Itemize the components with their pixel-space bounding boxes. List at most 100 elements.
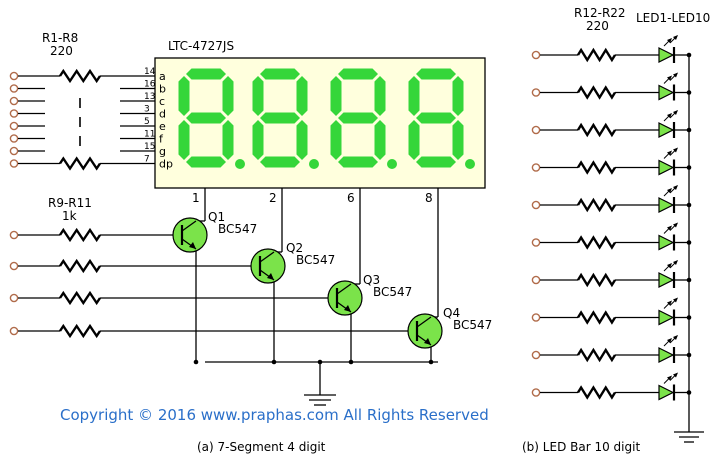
segment-resistor	[59, 156, 101, 171]
segment-c	[374, 120, 386, 160]
led-row	[531, 35, 692, 63]
led-row	[531, 147, 692, 176]
led-input-terminal	[531, 125, 541, 135]
transistor-type: BC547	[218, 222, 257, 236]
resistor-group-3-name: R12-R22	[574, 6, 626, 20]
led	[658, 159, 675, 176]
segment-resistor	[59, 68, 101, 84]
segment-f	[408, 76, 420, 116]
base-resistor	[59, 323, 101, 339]
segment-d	[186, 156, 226, 168]
segment-input-terminal	[9, 71, 19, 81]
segment-pin-number: 3	[144, 105, 150, 115]
display-digits	[178, 68, 475, 169]
segment-pin-name: g	[159, 145, 166, 158]
led-row	[531, 72, 692, 101]
base-input-terminal	[9, 261, 19, 271]
led-bar-circuit: R12-R22 220 LED1-LED10 (b) LED Bar 10 di…	[522, 6, 710, 454]
segment-pin-name: f	[159, 133, 164, 146]
segment-d	[260, 156, 300, 168]
caption-right: (b) LED Bar 10 digit	[522, 440, 640, 454]
segment-e	[178, 120, 190, 160]
led-input-terminal	[531, 238, 541, 247]
digit-2	[252, 68, 319, 169]
segment-pin-number: 13	[144, 92, 155, 102]
segment-c	[222, 120, 234, 160]
segment-g	[260, 112, 300, 124]
led-input-terminal	[531, 313, 541, 322]
base-input-terminal	[9, 326, 19, 336]
digit-4	[408, 68, 475, 169]
resistor-group-2-value: 1k	[62, 209, 77, 223]
digit-pin-number: 6	[347, 191, 355, 205]
segment-dp	[235, 159, 245, 169]
segment-pin-number: 5	[144, 117, 150, 127]
segment-d	[338, 156, 378, 168]
led	[658, 47, 675, 63]
display-part-number: LTC-4727JS	[168, 39, 234, 53]
segment-f	[178, 76, 190, 116]
segment-input-terminal	[9, 109, 19, 118]
resistor-group-1-name: R1-R8	[42, 31, 78, 45]
led-resistor	[576, 85, 617, 100]
led-input-terminal	[531, 50, 541, 60]
digit-pin-number: 1	[192, 191, 200, 205]
led-row	[531, 222, 692, 251]
segment-pin-name: b	[159, 83, 166, 96]
led-input-terminal	[531, 88, 541, 97]
segment-dp	[465, 159, 475, 169]
segment-f	[330, 76, 342, 116]
segment-e	[408, 120, 420, 160]
segment-resistors	[9, 68, 155, 171]
segment-input-terminal	[9, 84, 19, 93]
digit-3	[330, 68, 397, 169]
digit-1	[178, 68, 245, 169]
ground-symbol-left	[304, 362, 336, 406]
led-resistor	[576, 385, 617, 400]
base-input-terminal	[9, 230, 19, 240]
segment-e	[330, 120, 342, 160]
led-group-name: LED1-LED10	[636, 11, 710, 25]
segment-b	[222, 76, 234, 116]
led	[658, 122, 675, 138]
led-resistor	[576, 160, 617, 175]
segment-e	[252, 120, 264, 160]
digit-pin-number: 8	[425, 191, 433, 205]
led-input-terminal	[531, 275, 541, 285]
led-row	[531, 372, 692, 401]
resistor-group-2-name: R9-R11	[48, 196, 92, 210]
segment-input-terminal	[9, 96, 19, 106]
transistor-type: BC547	[453, 318, 492, 332]
ground-symbol-right	[674, 55, 704, 443]
segment-pin-number: 7	[144, 155, 150, 165]
segment-pin-number: 16	[144, 80, 156, 90]
base-input-terminal	[9, 293, 19, 303]
led-resistor	[576, 235, 617, 250]
copyright-notice: Copyright © 2016 www.praphas.com All Rig…	[60, 406, 489, 424]
segment-a	[186, 68, 226, 80]
segment-a	[338, 68, 378, 80]
led-resistor	[576, 310, 617, 325]
transistor-ref: Q3	[363, 273, 380, 287]
segment-pin-name: dp	[159, 158, 173, 171]
segment-b	[374, 76, 386, 116]
transistor-ref: Q2	[286, 241, 303, 255]
led-row	[531, 185, 692, 213]
base-resistor	[59, 290, 101, 306]
transistor-type: BC547	[296, 253, 335, 267]
segment-c	[452, 120, 464, 160]
led-input-terminal	[531, 350, 541, 360]
segment-g	[338, 112, 378, 124]
segment-input-terminal	[9, 134, 19, 143]
led-row	[531, 297, 692, 326]
transistor-ref: Q4	[443, 306, 460, 320]
segment-pin-name: d	[159, 108, 166, 121]
segment-pin-name: e	[159, 120, 166, 133]
segment-pin-name: a	[159, 70, 166, 83]
led-input-terminal	[531, 200, 541, 210]
led-row	[531, 110, 692, 138]
